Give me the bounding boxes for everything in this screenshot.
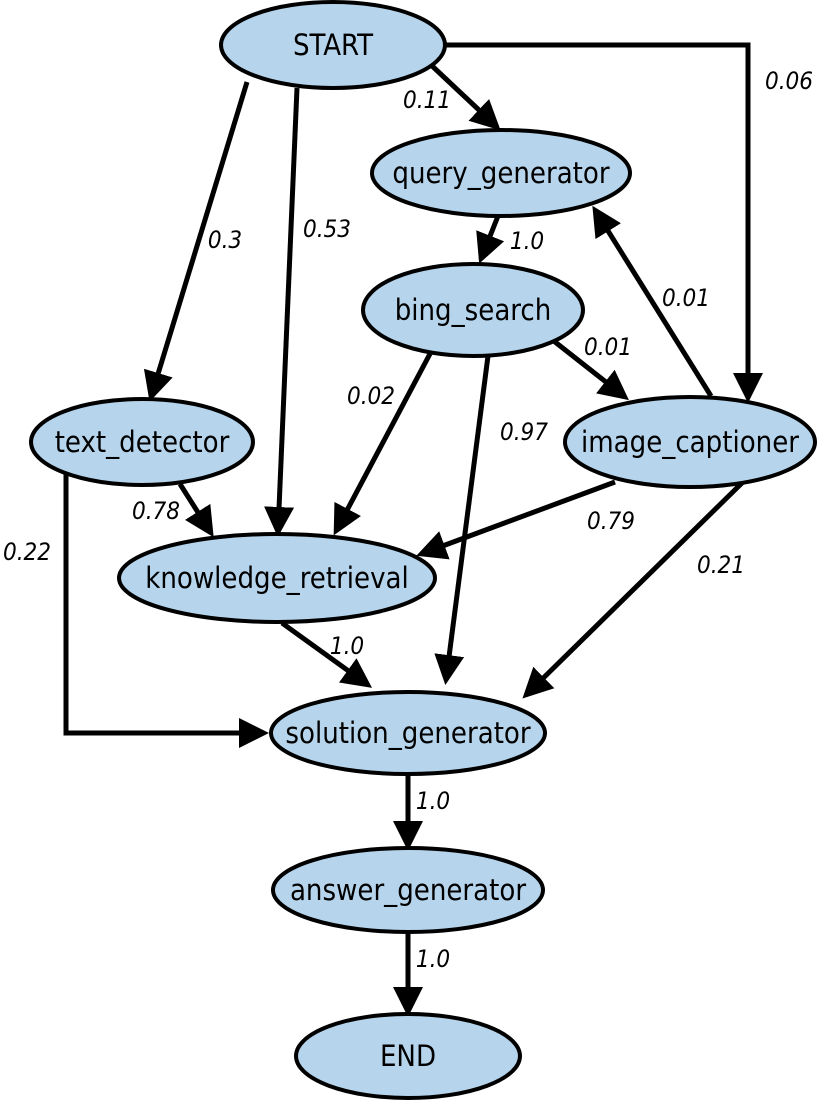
edge-weight-text-detector-knowledge-retrieval: 0.78 (132, 497, 180, 525)
edge-weight-start-knowledge-retrieval: 0.53 (303, 215, 351, 243)
edge-weight-text-detector-solution-generator: 0.22 (3, 538, 51, 566)
edge-bing-search-to-solution-generator (434, 355, 491, 685)
edge-start-to-knowledge-retrieval (264, 87, 300, 537)
node-label-solution-generator: solution_generator (285, 716, 530, 750)
edge-weight-bing-search-knowledge-retrieval: 0.02 (347, 382, 395, 410)
edge-weight-knowledge-retrieval-solution-generator: 1.0 (330, 632, 364, 660)
edge-weight-query-generator-bing-search: 1.0 (510, 227, 544, 255)
edge-image-captioner-to-query-generator (592, 205, 714, 398)
edge-weight-start-text-detector: 0.3 (208, 226, 242, 254)
edge-weight-start-image-captioner: 0.06 (765, 67, 813, 95)
node-end: END (294, 1012, 522, 1100)
node-label-answer-generator: answer_generator (290, 873, 526, 907)
edge-start-to-image-captioner (445, 42, 763, 403)
edge-query-generator-to-bing-search (476, 215, 505, 264)
edge-weight-solution-generator-answer-generator: 1.0 (416, 787, 450, 815)
edges (63, 42, 763, 1017)
edge-bing-search-to-knowledge-retrieval (333, 348, 435, 536)
node-label-bing-search: bing_search (395, 293, 552, 327)
edge-weight-start-query-generator: 0.11 (403, 86, 451, 114)
edge-start-to-text-detector (143, 81, 250, 402)
node-bing-search: bing_search (361, 262, 585, 358)
edge-weight-bing-search-image-captioner: 0.01 (584, 333, 632, 361)
node-label-knowledge-retrieval: knowledge_retrieval (145, 561, 409, 595)
edge-image-captioner-to-knowledge-retrieval (416, 479, 616, 560)
node-answer-generator: answer_generator (271, 846, 545, 934)
edge-bing-search-to-image-captioner (548, 336, 629, 401)
edge-image-captioner-to-solution-generator (522, 478, 747, 699)
edge-text-detector-to-solution-generator (63, 474, 269, 748)
node-text-detector: text_detector (29, 397, 255, 487)
nodes: START query_generator bing_search text_d… (29, 0, 817, 1100)
node-label-end: END (380, 1039, 436, 1073)
node-label-text-detector: text_detector (55, 425, 230, 459)
edge-weight-image-captioner-knowledge-retrieval: 0.79 (587, 507, 635, 535)
node-query-generator: query_generator (370, 128, 632, 218)
edge-weight-image-captioner-query-generator: 0.01 (662, 284, 710, 312)
node-solution-generator: solution_generator (269, 690, 547, 776)
edge-text-detector-to-knowledge-retrieval (177, 482, 214, 538)
node-knowledge-retrieval: knowledge_retrieval (117, 532, 437, 624)
node-label-start: START (293, 28, 374, 62)
edge-weight-answer-generator-end: 1.0 (416, 945, 450, 973)
edge-weight-bing-search-solution-generator: 0.97 (500, 418, 548, 446)
node-image-captioner: image_captioner (563, 395, 817, 489)
node-label-query-generator: query_generator (392, 156, 609, 190)
node-label-image-captioner: image_captioner (581, 425, 799, 459)
edge-weight-image-captioner-solution-generator: 0.21 (697, 551, 745, 579)
edge-labels: 0.11 0.06 0.3 0.53 1.0 0.01 0.01 0.02 0.… (3, 67, 813, 973)
edge-start-to-query-generator (428, 62, 501, 131)
edge-knowledge-retrieval-to-solution-generator (280, 620, 373, 688)
node-start: START (219, 0, 447, 90)
